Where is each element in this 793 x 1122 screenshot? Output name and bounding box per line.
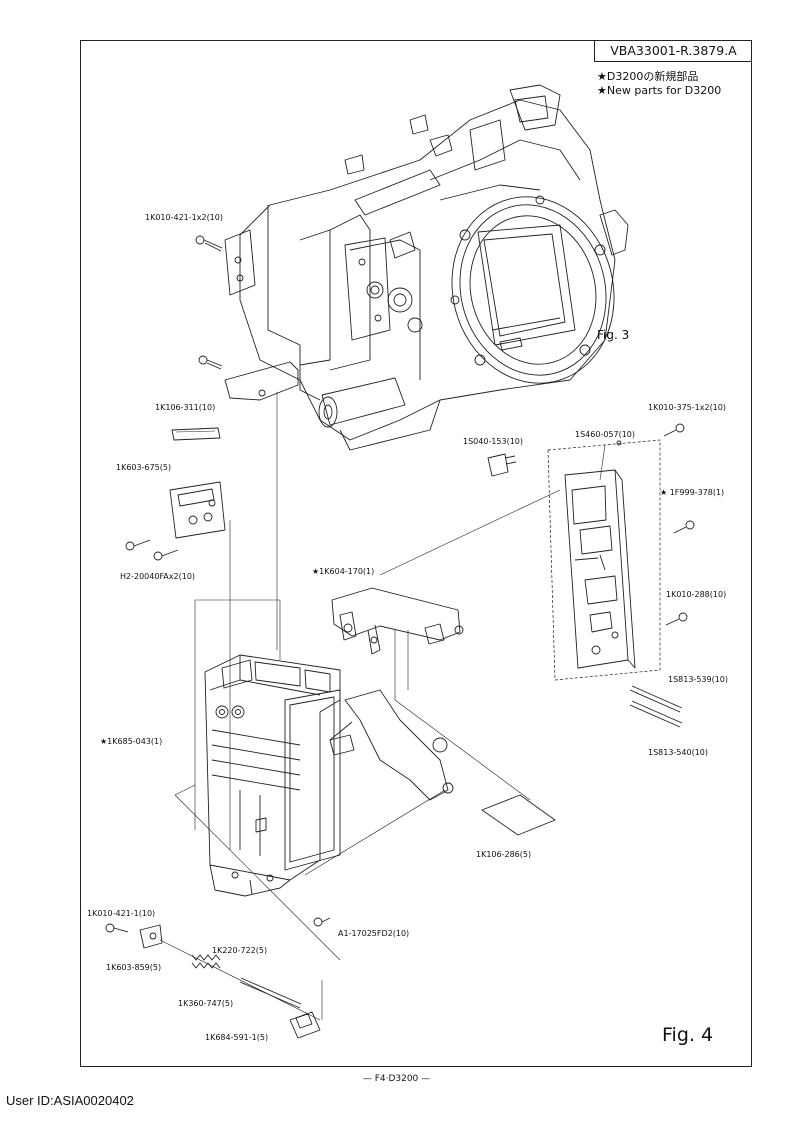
screw-a1-17025fd2	[313, 917, 331, 927]
screw-upper-left	[198, 355, 223, 370]
seal-1k603-675	[171, 427, 221, 441]
cover-plate	[169, 481, 226, 539]
label-1k684-591-1: 1K684-591-1(5)	[205, 1033, 269, 1042]
leader-line	[379, 489, 561, 576]
label-1s813-540: 1S813-540(10)	[648, 748, 709, 757]
label-1s040-153: 1S040-153(10)	[463, 437, 524, 446]
guide-line	[174, 784, 196, 796]
label-1f999-378: ★ 1F999-378(1)	[660, 488, 725, 497]
label-1k603-859: 1K603-859(5)	[106, 963, 162, 972]
new-parts-note-ja: ★D3200の新規部品	[597, 70, 699, 83]
diagram-frame	[80, 40, 752, 1067]
sheet-1k106-286	[481, 794, 556, 836]
label-1k010-288: 1K010-288(10)	[666, 590, 727, 599]
bracket-1k106-311	[224, 361, 299, 401]
label-1k106-286: 1K106-286(5)	[476, 850, 532, 859]
pin-1k360-747	[239, 977, 302, 1009]
new-parts-note-en: ★New parts for D3200	[597, 84, 722, 97]
label-1k010-421-1: 1K010-421-1(10)	[87, 909, 156, 918]
label-1k106-311: 1K106-311(10)	[155, 403, 216, 412]
label-1k010-375-1x2: 1K010-375-1x2(10)	[648, 403, 726, 412]
label-1k360-747: 1K360-747(5)	[178, 999, 234, 1008]
leader-line	[159, 939, 321, 1021]
label-1k010-421-1x2: 1K010-421-1x2(10)	[145, 213, 223, 222]
spring-1k220-722	[191, 954, 221, 969]
screw-1k010-288	[665, 612, 688, 626]
pcb-assembly	[547, 439, 661, 681]
guide-line	[195, 599, 281, 660]
pin-1s813-539	[629, 685, 683, 713]
label-1k220-722: 1K220-722(5)	[212, 946, 268, 955]
leader-line	[304, 789, 446, 876]
connector-1s040-153	[487, 453, 517, 477]
leader-line	[394, 630, 531, 801]
pin-1s813-540	[629, 700, 683, 728]
guide-line	[174, 794, 341, 961]
screw-1k010-421-1x2	[195, 235, 223, 252]
screw-h2-20040fa-b	[153, 549, 179, 561]
document-code: VBA33001-R.3879.A	[594, 40, 752, 62]
bracket-1k604-170	[331, 587, 464, 655]
label-a1-17025fd2: A1-17025FD2(10)	[338, 929, 410, 938]
leader-line	[599, 444, 606, 481]
screw-1k010-375-1x2	[663, 423, 685, 437]
part-1s460-057	[616, 440, 622, 446]
screw-1k010-421-1	[105, 923, 129, 933]
label-1k685-043: ★1K685-043(1)	[100, 737, 163, 746]
label-1s813-539: 1S813-539(10)	[668, 675, 729, 684]
figure-label-fig3: Fig. 3	[597, 328, 630, 342]
label-1k603-675: 1K603-675(5)	[116, 463, 172, 472]
flex-bracket	[329, 689, 454, 801]
mirror-box-assembly	[224, 84, 629, 451]
page-footer: — F4·D3200 —	[362, 1074, 431, 1084]
label-h2-20040fa: H2-20040FAx2(10)	[120, 572, 196, 581]
screw-pcb-middle	[673, 520, 695, 534]
screw-h2-20040fa-a	[125, 539, 151, 551]
lever-1k684-591-1	[289, 1011, 321, 1039]
user-id: User ID:ASIA0020402	[6, 1093, 134, 1108]
frame-1k685-043	[204, 654, 341, 897]
label-1k604-170: ★1K604-170(1)	[312, 567, 375, 576]
figure-label-fig4: Fig. 4	[662, 1024, 714, 1046]
label-1s460-057: 1S460-057(10)	[575, 430, 636, 439]
plate-1k603-859	[139, 924, 163, 949]
